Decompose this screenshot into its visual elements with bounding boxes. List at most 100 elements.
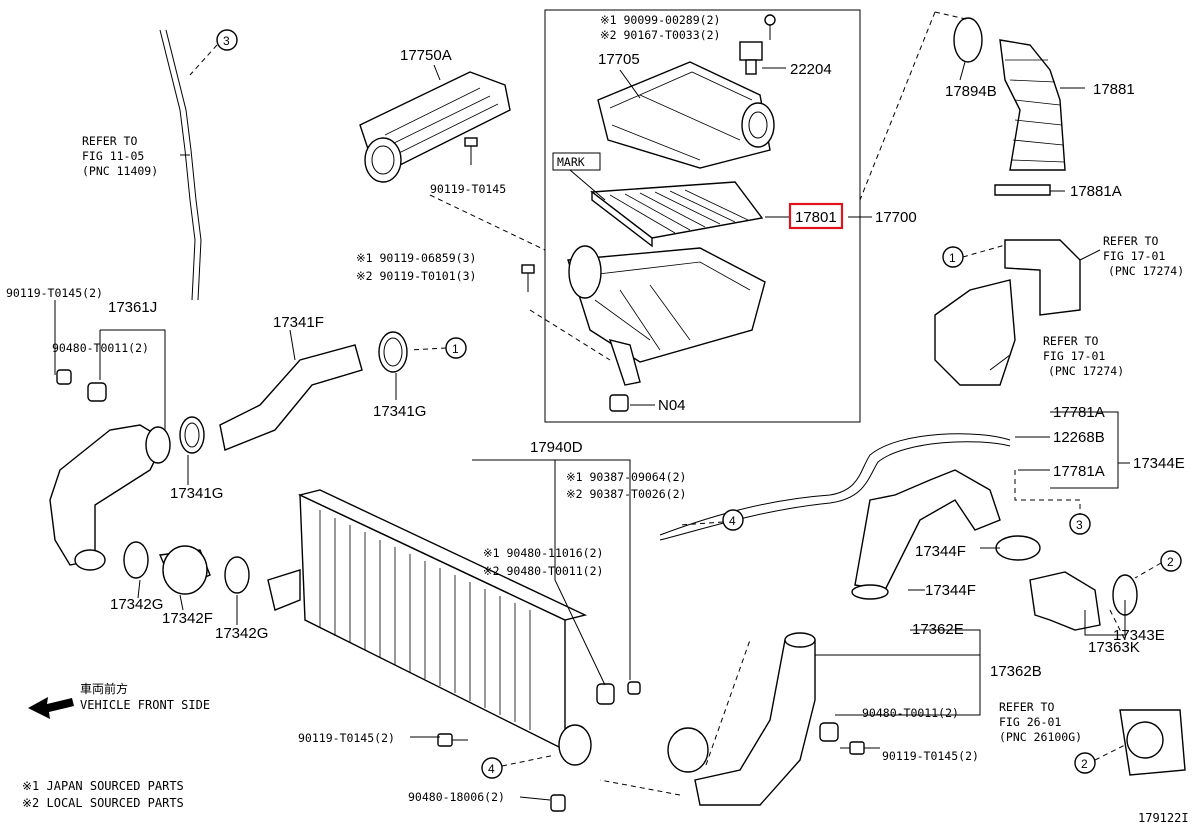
- svg-text:2: 2: [1167, 555, 1174, 569]
- part-label-17940d[interactable]: 17940D: [530, 439, 583, 456]
- clamp-illustration: [224, 556, 250, 594]
- svg-text:1: 1: [949, 251, 956, 265]
- dipstick-guide-illustration: [159, 29, 202, 301]
- callout-2: 2: [1074, 752, 1096, 774]
- air-filter-element-illustration[interactable]: [590, 181, 764, 248]
- bolt-label[interactable]: ※2 90167-T0033(2): [600, 28, 720, 42]
- bolt-label[interactable]: ※1 90119-06859(3): [356, 251, 476, 265]
- intake-pipe-right-illustration[interactable]: [694, 632, 816, 806]
- svg-text:1: 1: [452, 342, 459, 356]
- clamp-illustration: [995, 535, 1041, 561]
- part-label-17363k[interactable]: 17363K: [1088, 639, 1140, 656]
- air-cleaner-case-illustration[interactable]: [567, 245, 766, 386]
- mark-label: MARK: [557, 155, 585, 169]
- part-label-17341g-upper[interactable]: 17341G: [373, 403, 426, 420]
- refer-block-fig-26-01[interactable]: REFER TO FIG 26-01 (PNC 26100G): [999, 700, 1082, 744]
- bolt-label[interactable]: ※1 90387-09064(2): [566, 470, 686, 484]
- svg-text:3: 3: [1076, 518, 1083, 532]
- part-label-n04[interactable]: N04: [658, 397, 686, 414]
- bolt-label[interactable]: 90480-T0011(2): [52, 341, 149, 355]
- clamp-illustration: [123, 541, 149, 579]
- part-label-17894b[interactable]: 17894B: [945, 83, 997, 100]
- air-cleaner-assembly-box: [544, 9, 861, 423]
- part-label-17341g-lower[interactable]: 17341G: [170, 485, 223, 502]
- turbo-outlet-illustration: [934, 239, 1081, 386]
- vacuum-hose-illustration: [659, 433, 1011, 541]
- grommet-illustration: [550, 794, 566, 812]
- svg-text:3: 3: [223, 34, 230, 48]
- part-label-17705[interactable]: 17705: [598, 51, 640, 68]
- callout-1: 1: [445, 337, 467, 359]
- refer-block-fig-17-01-lower[interactable]: REFER TO FIG 17-01 (PNC 17274): [1043, 334, 1124, 378]
- callout-4: 4: [722, 509, 744, 531]
- part-label-17781a-lower[interactable]: 17781A: [1053, 463, 1105, 480]
- bolt-illustration: [437, 733, 468, 747]
- part-label-17781a-upper[interactable]: 17781A: [1053, 404, 1105, 421]
- refer-block-fig-17-01-upper[interactable]: REFER TO FIG 17-01 (PNC 17274): [1103, 234, 1184, 278]
- hose-illustration[interactable]: [158, 545, 211, 595]
- part-label-17750a[interactable]: 17750A: [400, 47, 452, 64]
- hose-illustration[interactable]: [999, 39, 1066, 171]
- svg-text:FIG 17-01: FIG 17-01: [1043, 349, 1105, 363]
- hose-illustration[interactable]: [219, 344, 363, 451]
- part-label-17361j[interactable]: 17361J: [108, 299, 157, 316]
- bolt-illustration: [464, 137, 478, 165]
- part-label-12268b[interactable]: 12268B: [1053, 429, 1105, 446]
- vehicle-front-arrow-icon: [28, 697, 74, 719]
- svg-text:(PNC 17274): (PNC 17274): [1108, 264, 1184, 278]
- intercooler-illustration[interactable]: [267, 489, 592, 766]
- refer-block-fig-11-05[interactable]: REFER TO FIG 11-05 (PNC 11409): [82, 134, 158, 178]
- nut-illustration: [87, 382, 107, 402]
- part-label-17362e[interactable]: 17362E: [912, 621, 964, 638]
- clamp-illustration: [953, 17, 983, 63]
- nut-illustration: [819, 722, 839, 742]
- bolt-label[interactable]: 90480-18006(2): [408, 790, 505, 804]
- clamp-illustration: [994, 184, 1051, 196]
- air-flow-meter-illustration[interactable]: [739, 41, 763, 75]
- svg-text:REFER TO: REFER TO: [999, 700, 1054, 714]
- screw-illustration: [764, 14, 776, 40]
- legend-japan-sourced: ※1 JAPAN SOURCED PARTS: [22, 779, 184, 793]
- svg-text:FIG 17-01: FIG 17-01: [1103, 249, 1165, 263]
- part-label-17344e[interactable]: 17344E: [1133, 455, 1185, 472]
- part-label-17344f-upper[interactable]: 17344F: [915, 543, 966, 560]
- part-label-17344f-lower[interactable]: 17344F: [925, 582, 976, 599]
- bolt-label[interactable]: ※2 90387-T0026(2): [566, 487, 686, 501]
- svg-text:(PNC 26100G): (PNC 26100G): [999, 730, 1082, 744]
- clamp-illustration: [378, 331, 408, 373]
- bolt-label[interactable]: 90480-T0011(2): [862, 706, 959, 720]
- callout-1: 1: [942, 246, 964, 268]
- bolt-label[interactable]: 90119-T0145(2): [6, 286, 103, 300]
- part-label-17341f[interactable]: 17341F: [273, 314, 324, 331]
- air-cleaner-cap-illustration[interactable]: [597, 61, 775, 169]
- bolt-label[interactable]: ※2 90480-T0011(2): [483, 564, 603, 578]
- part-label-17342g-right[interactable]: 17342G: [215, 625, 268, 642]
- callout-2: 2: [1160, 550, 1182, 572]
- svg-text:REFER TO: REFER TO: [82, 134, 137, 148]
- bolt-label[interactable]: 90119-T0145(2): [298, 731, 395, 745]
- intake-pipe-left-illustration[interactable]: [49, 424, 171, 571]
- bolt-label[interactable]: ※1 90099-00289(2): [600, 13, 720, 27]
- legend-local-sourced: ※2 LOCAL SOURCED PARTS: [22, 796, 184, 810]
- part-label-17801[interactable]: 17801: [795, 209, 837, 226]
- svg-text:REFER TO: REFER TO: [1103, 234, 1158, 248]
- bolt-label[interactable]: ※1 90480-11016(2): [483, 546, 603, 560]
- part-label-17881a[interactable]: 17881A: [1070, 183, 1122, 200]
- intake-hose-illustration[interactable]: [854, 469, 1001, 591]
- bolt-label[interactable]: 90119-T0145: [430, 182, 506, 196]
- part-label-17342f[interactable]: 17342F: [162, 610, 213, 627]
- bolt-label[interactable]: 90119-T0145(2): [882, 749, 979, 763]
- part-label-17362b[interactable]: 17362B: [990, 663, 1042, 680]
- part-label-17700[interactable]: 17700: [875, 209, 917, 226]
- part-label-17881[interactable]: 17881: [1093, 81, 1135, 98]
- part-label-17343e[interactable]: 17343E: [1113, 627, 1165, 644]
- bolt-label[interactable]: ※2 90119-T0101(3): [356, 269, 476, 283]
- elbow-pipe-illustration[interactable]: [1029, 571, 1101, 631]
- part-label-17342g-left[interactable]: 17342G: [110, 596, 163, 613]
- part-label-22204[interactable]: 22204: [790, 61, 832, 78]
- inlet-duct-illustration[interactable]: [359, 71, 511, 183]
- svg-text:FIG 26-01: FIG 26-01: [999, 715, 1061, 729]
- callout-3: 3: [216, 29, 238, 51]
- vehicle-front-en: VEHICLE FRONT SIDE: [80, 698, 210, 712]
